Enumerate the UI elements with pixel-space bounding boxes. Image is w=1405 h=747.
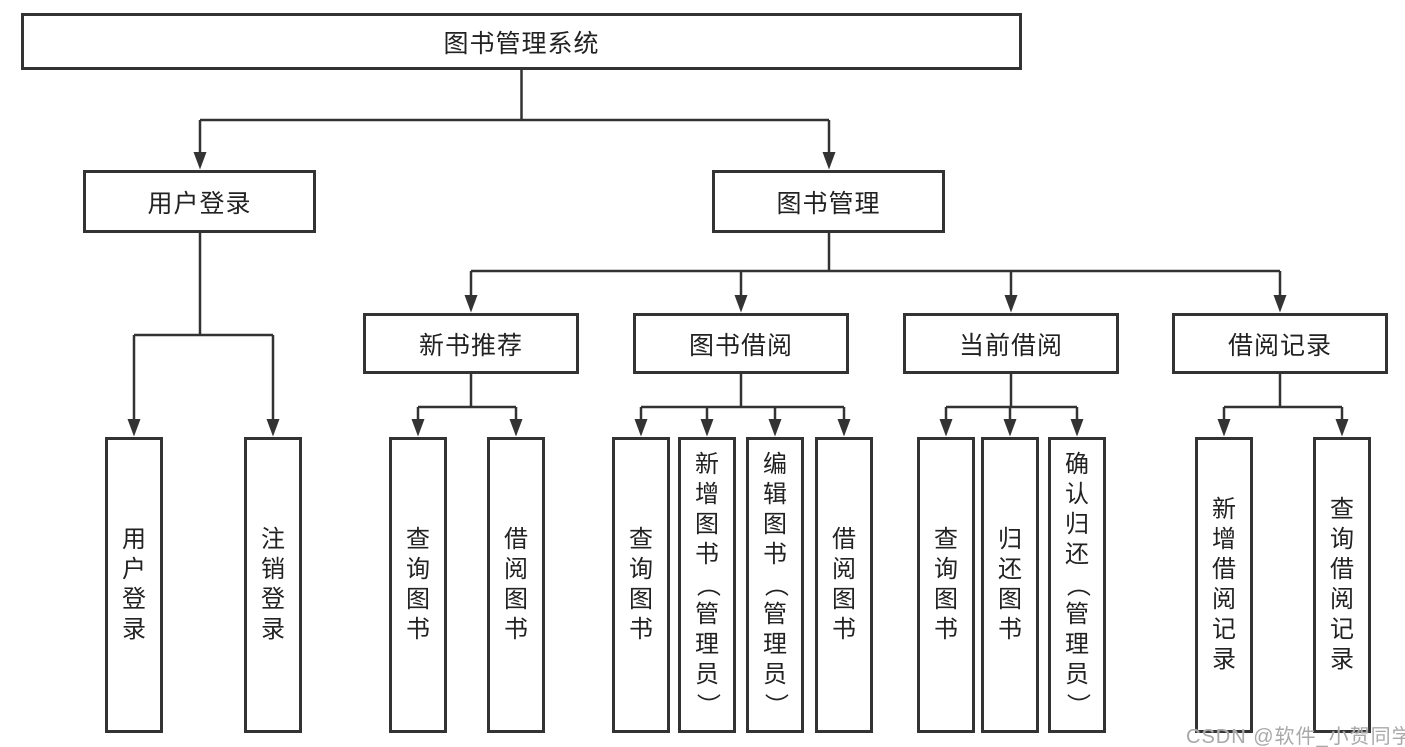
- leaf-query-books-current: 查询图书: [917, 437, 975, 733]
- leaf-add-books-admin: 新增图书（管理员）: [678, 437, 736, 733]
- node-library-system-label: 图书管理系统: [443, 29, 600, 58]
- leaf-query-borrow-record: 查询借阅记录: [1313, 437, 1371, 733]
- leaf-add-borrow-record-label: 新增借阅记录: [1212, 496, 1236, 673]
- leaf-return-books-label: 归还图书: [998, 526, 1022, 643]
- node-new-book-recommendation-label: 新书推荐: [418, 331, 523, 360]
- node-borrowing-records-label: 借阅记录: [1227, 331, 1332, 360]
- leaf-add-borrow-record: 新增借阅记录: [1195, 437, 1253, 733]
- node-book-management-label: 图书管理: [776, 189, 881, 218]
- leaf-confirm-return-admin: 确认归还（管理员）: [1048, 437, 1106, 733]
- leaf-user-login: 用户登录: [105, 437, 163, 733]
- node-new-book-recommendation: 新书推荐: [363, 313, 579, 374]
- node-book-management: 图书管理: [712, 170, 945, 233]
- leaf-logout: 注销登录: [244, 437, 302, 733]
- leaf-query-books-borrowing-label: 查询图书: [629, 526, 653, 643]
- leaf-query-books-recommend: 查询图书: [389, 437, 447, 733]
- leaf-borrow-books-borrowing: 借阅图书: [815, 437, 873, 733]
- leaf-edit-books-admin-label: 编辑图书（管理员）: [762, 451, 789, 717]
- node-borrowing-records: 借阅记录: [1172, 313, 1388, 374]
- watermark: CSDN @软件_小贺同学: [1186, 726, 1405, 747]
- leaf-edit-books-admin: 编辑图书（管理员）: [746, 437, 804, 733]
- leaf-borrow-books-borrowing-label: 借阅图书: [832, 526, 856, 643]
- leaf-add-books-admin-label: 新增图书（管理员）: [694, 451, 721, 717]
- leaf-logout-label: 注销登录: [261, 526, 285, 643]
- leaf-query-books-current-label: 查询图书: [934, 526, 958, 643]
- node-current-borrowing: 当前借阅: [903, 313, 1119, 374]
- leaf-borrow-books-recommend: 借阅图书: [487, 437, 545, 733]
- leaf-query-borrow-record-label: 查询借阅记录: [1330, 496, 1354, 673]
- arrowheads: [127, 152, 1349, 437]
- leaf-query-books-recommend-label: 查询图书: [406, 526, 430, 643]
- leaf-return-books: 归还图书: [981, 437, 1039, 733]
- node-book-borrowing: 图书借阅: [633, 313, 849, 374]
- leaf-user-login-label: 用户登录: [122, 526, 146, 643]
- node-library-system: 图书管理系统: [21, 13, 1022, 70]
- leaf-borrow-books-recommend-label: 借阅图书: [504, 526, 528, 643]
- node-user-login: 用户登录: [83, 170, 316, 233]
- leaf-confirm-return-admin-label: 确认归还（管理员）: [1064, 451, 1091, 717]
- node-book-borrowing-label: 图书借阅: [688, 331, 793, 360]
- leaf-query-books-borrowing: 查询图书: [612, 437, 670, 733]
- node-current-borrowing-label: 当前借阅: [958, 331, 1063, 360]
- node-user-login-label: 用户登录: [147, 189, 252, 218]
